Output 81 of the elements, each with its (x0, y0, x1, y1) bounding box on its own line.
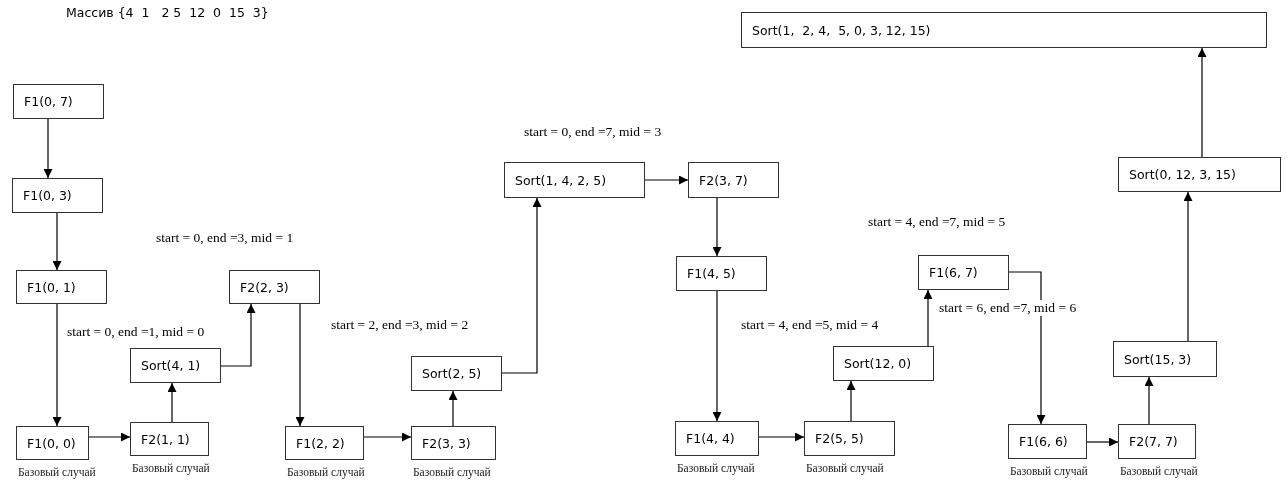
arrow (220, 303, 256, 367)
arrow (1183, 191, 1193, 342)
process-box (229, 270, 320, 304)
node-caption: Базовый случай (1010, 465, 1088, 477)
call-text: F1(0, 1) (27, 279, 76, 295)
process-box (411, 426, 496, 460)
note: start = 0, end =1, mid = 0 (66, 324, 206, 340)
process-box (130, 422, 209, 456)
process-box (12, 178, 103, 213)
call-text: F2(5, 5) (815, 431, 864, 446)
note: start = 4, end =7, mid = 5 (867, 214, 1007, 230)
process-box (285, 426, 364, 460)
note: start = 4, end =5, mid = 4 (740, 317, 880, 333)
process-box (411, 356, 502, 391)
arrow (52, 303, 62, 427)
note: start = 2, end =3, mid = 2 (330, 317, 470, 333)
call-text: F2(7, 7) (1129, 434, 1178, 449)
arrow (758, 432, 805, 442)
node-caption: Базовый случай (413, 466, 491, 478)
arrow (167, 382, 177, 423)
call-text: F1(4, 5) (687, 266, 736, 281)
process-box (741, 12, 1267, 48)
call-text: Sort(4, 1) (141, 358, 201, 373)
node-caption: Базовый случай (287, 466, 365, 478)
process-box (833, 346, 934, 381)
process-box (804, 421, 895, 456)
arrow (295, 303, 305, 427)
call-text: F2(3, 3) (422, 435, 471, 451)
process-box (16, 426, 89, 460)
process-box (1113, 341, 1217, 377)
call-text: F2(1, 1) (141, 431, 190, 447)
arrow (644, 175, 689, 185)
process-box (676, 256, 767, 291)
call-text: F1(2, 2) (296, 435, 345, 451)
arrow (88, 432, 131, 442)
call-text: F1(4, 4) (686, 431, 735, 446)
title: Массив {4 1 2 5 12 0 15 3} (66, 5, 269, 20)
node-caption: Базовый случай (677, 462, 755, 474)
process-box (1118, 157, 1281, 192)
call-text: Sort(1, 4, 2, 5) (515, 172, 607, 188)
call-text: Sort(12, 0) (844, 356, 912, 371)
call-text: F2(2, 3) (240, 279, 289, 295)
call-text: F1(0, 3) (23, 188, 72, 203)
call-text: F2(3, 7) (699, 172, 748, 188)
arrow (363, 432, 412, 442)
arrow (1144, 376, 1154, 425)
node-caption: Базовый случай (132, 462, 210, 474)
call-text: F1(6, 7) (929, 265, 978, 280)
arrow (1086, 437, 1119, 447)
call-text: F1(0, 7) (24, 94, 73, 109)
node-caption: Базовый случай (18, 466, 96, 478)
node-caption: Базовый случай (1120, 465, 1198, 477)
call-text: Sort(1, 2, 4, 5, 0, 3, 12, 15) (752, 22, 931, 38)
process-box (16, 270, 107, 304)
call-text: Sort(2, 5) (422, 366, 482, 381)
arrow (1197, 47, 1207, 158)
process-box (688, 162, 779, 198)
arrow (712, 290, 722, 422)
arrow (846, 380, 856, 422)
process-box (13, 84, 104, 119)
arrow (923, 289, 933, 347)
arrow (43, 118, 53, 179)
call-text: F1(0, 0) (27, 435, 76, 451)
note: start = 0, end =7, mid = 3 (523, 124, 663, 140)
arrow (448, 390, 458, 427)
process-box (918, 255, 1009, 290)
process-box (130, 348, 221, 383)
call-text: F1(6, 6) (1019, 434, 1068, 449)
process-box (1008, 424, 1087, 459)
process-box (1118, 424, 1196, 459)
call-text: Sort(15, 3) (1124, 351, 1192, 367)
arrow (712, 197, 722, 257)
call-text: Sort(0, 12, 3, 15) (1129, 167, 1236, 182)
note: start = 0, end =3, mid = 1 (155, 230, 295, 246)
process-box (504, 162, 645, 198)
process-box (675, 421, 759, 456)
arrow (1008, 271, 1046, 425)
arrow (52, 212, 62, 271)
note: start = 6, end =7, mid = 6 (938, 300, 1078, 316)
node-caption: Базовый случай (806, 462, 884, 474)
arrow (501, 197, 542, 374)
